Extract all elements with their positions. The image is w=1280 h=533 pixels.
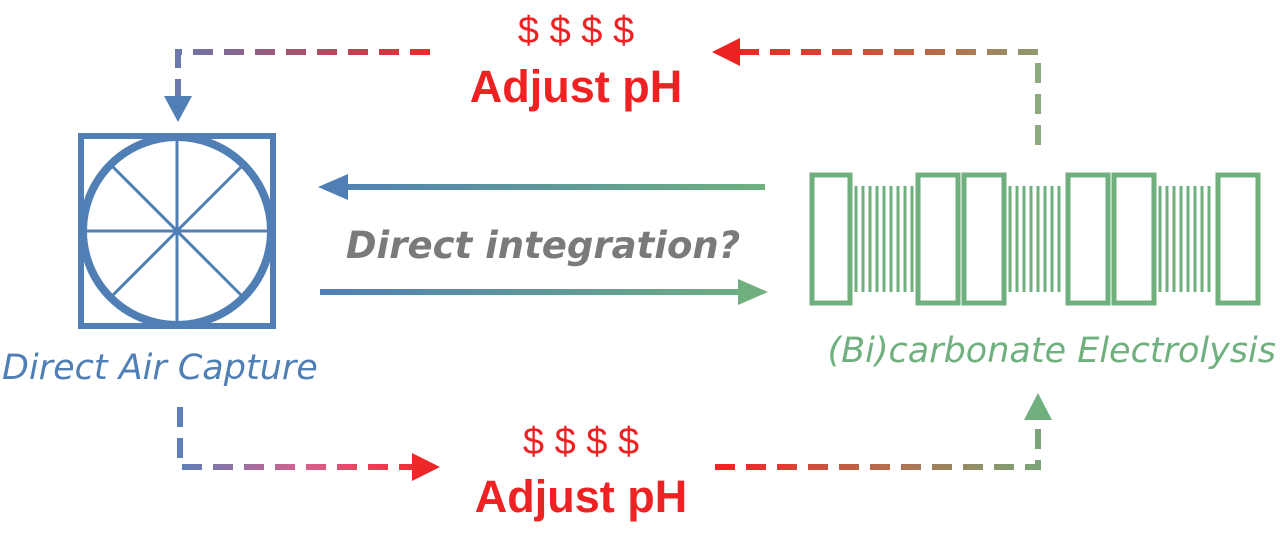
arrow-to-electrolysis-head: [738, 279, 768, 305]
electrolysis-label: (Bi)carbonate Electrolysis: [827, 331, 1276, 371]
bottom-arrowhead-right: [412, 453, 440, 481]
electrolyzer-membranes: [854, 186, 1211, 292]
direct-integration-question: Direct integration?: [346, 224, 740, 267]
electrolyzer-stack-icon: [809, 172, 1261, 306]
dac-label: Direct Air Capture: [2, 348, 318, 388]
direct-air-capture-icon: [78, 133, 276, 329]
top-cost-label: $ $ $ $: [518, 10, 634, 52]
bottom-cost-label: $ $ $ $: [523, 421, 639, 463]
bottom-forward-arrow: [177, 407, 1041, 470]
bottom-adjust-ph-label: Adjust pH: [475, 471, 687, 522]
top-arrowhead-left: [712, 38, 740, 66]
top-adjust-ph-label: Adjust pH: [470, 61, 682, 112]
arrow-to-dac-head: [318, 174, 348, 200]
top-return-arrow: [175, 49, 1041, 145]
dac-inlet-arrowhead: [164, 96, 192, 122]
electrolysis-inlet-arrowhead: [1024, 393, 1052, 420]
